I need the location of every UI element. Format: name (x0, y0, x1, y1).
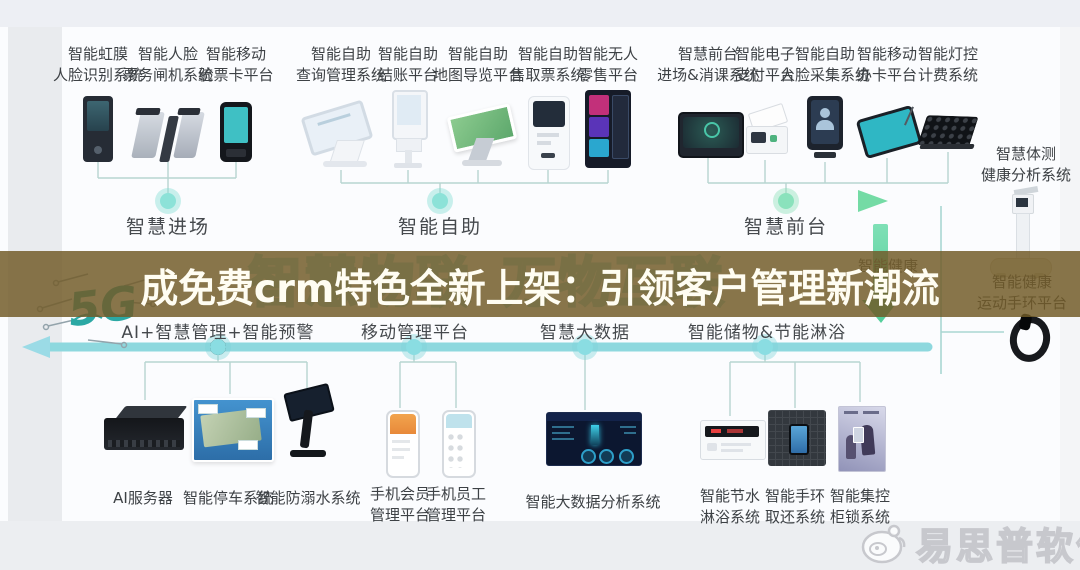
device-label: 智能防溺水系统 (255, 489, 361, 507)
device-iris-face-system (83, 96, 113, 162)
section-label-ai-management: AI+智慧管理+智能预警 (121, 323, 315, 343)
watermark: 易思普软件 (858, 516, 1080, 570)
device-label: 智能大数据分析系统 (525, 493, 661, 511)
device-label: 智能自助 结账平台 (377, 45, 439, 84)
device-label: 智能自助 人脸采集系统 (779, 45, 871, 84)
device-label: 智能灯控 计费系统 (917, 45, 979, 84)
banner-headline: 成免费crm特色全新上架：引领客户管理新潮流 (140, 267, 940, 312)
device-water-saving-shower (700, 420, 766, 460)
device-label: 智能自助 售取票系统 (510, 45, 586, 84)
device-light-control (917, 114, 979, 152)
device-self-query-kiosk (300, 99, 379, 168)
section-label-bigdata: 智慧大数据 (540, 323, 630, 343)
device-label: 智能停车系统 (182, 489, 274, 507)
device-cabinet-lock-system (838, 406, 886, 472)
device-self-checkout (390, 90, 428, 168)
device-label: 手机会员 管理平台 (369, 485, 431, 524)
watermark-logo-icon (861, 524, 906, 564)
device-label: 智能无人 零售平台 (577, 45, 639, 84)
device-label: 智能手环 取还系统 (764, 487, 826, 526)
device-label: 智能自助 地图导览平台 (432, 45, 524, 84)
watermark-text: 易思普软件 (915, 524, 1080, 569)
device-label: 智能虹膜 人脸识别系统 (52, 45, 144, 84)
device-label: 智能移动 验票卡平台 (198, 45, 274, 84)
section-label-frontdesk: 智慧前台 (743, 216, 829, 238)
device-label: AI服务器 (113, 489, 173, 507)
device-face-ticket-gate (131, 106, 205, 164)
background-band-top (0, 0, 1080, 27)
device-entry-class-system (678, 112, 744, 158)
device-label: 智慧体测 健康分析系统 (980, 145, 1072, 184)
device-ticket-vending (528, 96, 570, 170)
device-staff-app-phone (442, 410, 476, 478)
device-label: 智慧前台 进场&消课系统 (657, 45, 759, 84)
device-unmanned-retail (585, 90, 631, 168)
device-label: 智能集控 柜锁系统 (829, 487, 891, 526)
device-band-return-system (768, 410, 826, 466)
device-map-guide-kiosk (444, 103, 518, 168)
device-label: 智能自助 查询管理系统 (295, 45, 387, 84)
device-label: 手机员工 管理平台 (425, 485, 487, 524)
device-anti-drowning (282, 382, 336, 466)
device-member-app-phone (386, 410, 420, 478)
device-label: 智能移动 办卡平台 (856, 45, 918, 84)
banner-overlay (0, 251, 1080, 317)
device-mobile-card (855, 104, 923, 160)
device-e-payment (742, 102, 790, 156)
device-label: 智能电子 支付平台 (734, 45, 796, 84)
device-ai-server (102, 406, 188, 458)
section-label-storage-shower: 智能储物&节能淋浴 (687, 323, 847, 343)
device-smart-parking (192, 398, 274, 462)
device-health-band (1005, 312, 1055, 366)
section-label-selfservice: 智能自助 (397, 216, 483, 238)
section-label-entrance: 智慧进场 (125, 216, 211, 238)
device-mobile-ticket-check (220, 102, 252, 162)
device-label: 智能人脸 票务闸机系统 (122, 45, 214, 84)
device-label: 智能节水 淋浴系统 (699, 487, 761, 526)
device-bigdata-analysis (546, 412, 642, 466)
section-label-mobile-mgmt: 移动管理平台 (361, 323, 469, 343)
device-face-collect (802, 96, 848, 162)
